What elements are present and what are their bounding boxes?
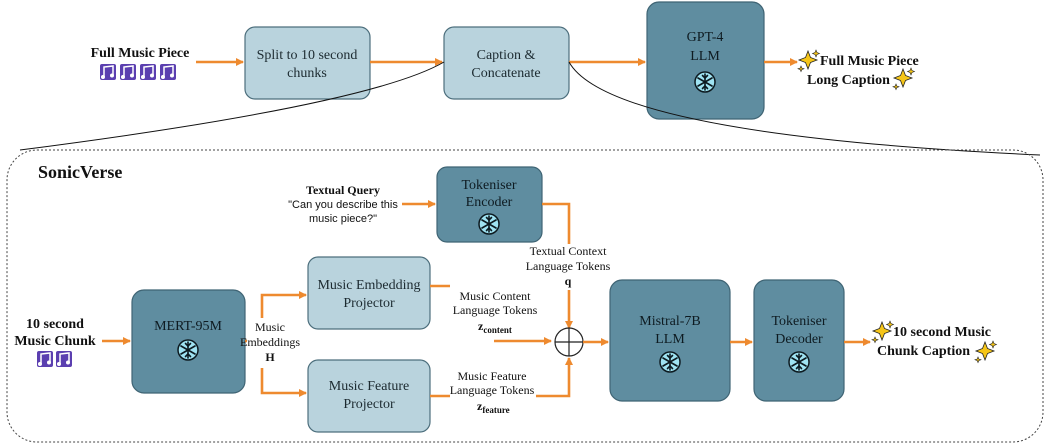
sonicverse-title: SonicVerse [38, 162, 122, 182]
full-piece-output-line1: Full Music Piece [820, 54, 919, 69]
proj2-line2: Projector [343, 397, 395, 412]
ctx-line1: Textual Context [530, 244, 607, 258]
proj1-line1: Music Embedding [317, 278, 420, 293]
sparkle-icon [892, 67, 915, 90]
music-feature-projector-box [307, 359, 431, 433]
snowflake-icon [788, 351, 810, 373]
chunk-caption-line1: 10 second Music [893, 325, 991, 340]
split-chunks-box [244, 26, 371, 100]
caption-concatenate-box [443, 26, 570, 100]
caption-box-line1: Caption & [477, 48, 536, 63]
snowflake-icon [694, 71, 716, 93]
sonicverse-panel [6, 149, 1044, 443]
encoder-line1: Tokeniser [461, 178, 516, 193]
snowflake-icon [659, 351, 681, 373]
snowflake-icon [478, 213, 500, 235]
caption-box-line2: Concatenate [471, 66, 540, 81]
emb-line2: Embeddings [240, 335, 300, 349]
chunk-line2: Music Chunk [14, 334, 96, 349]
tokeniser-decoder-box [753, 279, 845, 402]
content-line2: Language Tokens [453, 303, 538, 317]
content-var-sub: content [483, 325, 512, 335]
music-embedding-projector-box [307, 256, 431, 330]
feature-var: zfeature [477, 399, 510, 415]
chunk-caption-line2: Chunk Caption [877, 344, 970, 359]
mert-label: MERT-95M [154, 319, 222, 334]
sparkle-icon [871, 320, 894, 344]
content-var-letter: z [478, 319, 484, 333]
feature-var-letter: z [477, 399, 483, 413]
gpt-box-line2: LLM [690, 49, 720, 64]
content-var: zcontent [478, 319, 512, 335]
music-notes-icon [36, 350, 73, 368]
mistral-box [609, 279, 731, 402]
full-piece-output-line2: Long Caption [807, 73, 890, 88]
split-box-line2: chunks [287, 66, 327, 81]
encoder-line2: Encoder [466, 195, 513, 210]
textual-query-title: Textual Query [306, 183, 380, 197]
sparkle-icon [797, 49, 820, 72]
snowflake-icon [177, 339, 199, 361]
proj2-line1: Music Feature [329, 379, 409, 394]
feature-line1: Music Feature [458, 369, 527, 383]
gpt-box-line1: GPT-4 [687, 30, 724, 45]
sparkle-icon [974, 340, 997, 364]
full-music-piece-label: Full Music Piece [91, 46, 190, 61]
emb-var: H [265, 350, 275, 364]
mistral-line2: LLM [655, 332, 685, 347]
ctx-var: q [565, 274, 572, 288]
content-line1: Music Content [460, 289, 532, 303]
proj1-line2: Projector [343, 296, 395, 311]
query-line2: music piece?" [309, 213, 377, 225]
feature-line2: Language Tokens [450, 383, 535, 397]
query-line1: "Can you describe this [288, 199, 398, 211]
ctx-line2: Language Tokens [526, 259, 611, 273]
mistral-line1: Mistral-7B [639, 314, 700, 329]
decoder-line2: Decoder [775, 332, 823, 347]
feature-var-sub: feature [482, 405, 509, 415]
emb-line1: Music [255, 320, 285, 334]
sum-circle-icon [554, 327, 584, 357]
gpt4-box [646, 1, 765, 120]
split-box-line1: Split to 10 second [257, 48, 358, 63]
music-notes-icon [99, 63, 177, 81]
decoder-line1: Tokeniser [771, 314, 826, 329]
chunk-line1: 10 second [26, 317, 84, 332]
